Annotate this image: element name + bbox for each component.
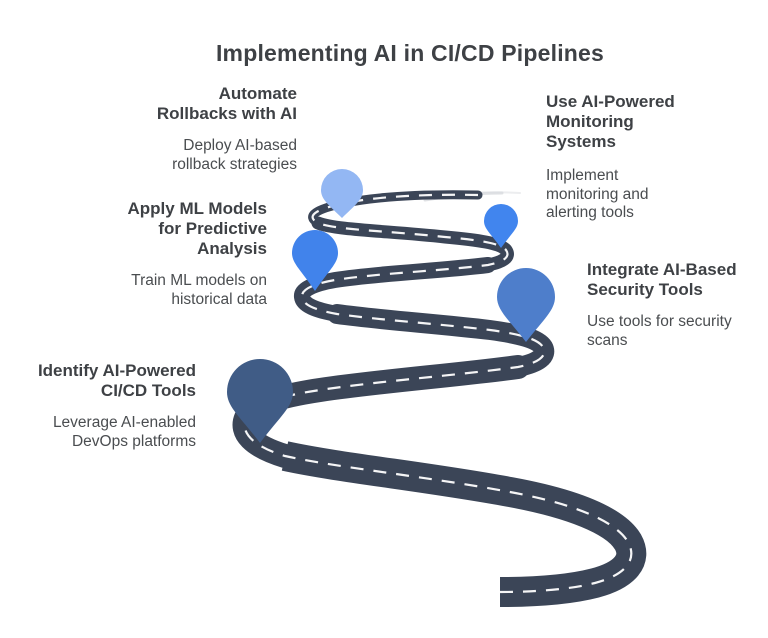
map-pin-rollbacks-icon — [321, 169, 363, 218]
milestone-rollbacks-heading: Automate Rollbacks with AI — [156, 84, 297, 124]
road-segment-6 — [281, 441, 647, 607]
milestone-monitoring-heading: Use AI-Powered Monitoring Systems — [546, 92, 675, 152]
milestone-rollbacks-description: Deploy AI-based rollback strategies — [172, 137, 297, 173]
milestone-security-heading: Integrate AI-Based Security Tools — [587, 260, 737, 300]
road-centerline-dashes — [243, 193, 633, 594]
page-title: Implementing AI in CI/CD Pipelines — [215, 40, 605, 66]
milestone-security-description: Use tools for security scans — [587, 313, 732, 349]
milestone-monitoring-description: Implement monitoring and alerting tools — [546, 167, 649, 222]
map-pin-security-icon — [497, 268, 555, 342]
milestone-predictive-heading: Apply ML Models for Predictive Analysis — [127, 199, 267, 259]
milestone-predictive: Apply ML Models for Predictive Analysis … — [57, 199, 267, 309]
map-pin-monitoring-icon — [484, 204, 518, 248]
map-pin-identify-icon — [227, 359, 293, 443]
milestone-identify-description: Leverage AI-enabled DevOps platforms — [52, 414, 196, 450]
milestone-identify: Identify AI-Powered CI/CD Tools Leverage… — [0, 361, 196, 451]
map-pin-predictive-icon — [292, 230, 338, 291]
milestone-identify-heading: Identify AI-Powered CI/CD Tools — [37, 361, 196, 401]
milestone-predictive-description: Train ML models on historical data — [131, 272, 267, 308]
milestone-monitoring: Use AI-Powered Monitoring Systems Implem… — [546, 92, 716, 223]
milestone-rollbacks: Automate Rollbacks with AI Deploy AI-bas… — [87, 84, 297, 174]
milestone-security: Integrate AI-Based Security Tools Use to… — [587, 260, 767, 350]
